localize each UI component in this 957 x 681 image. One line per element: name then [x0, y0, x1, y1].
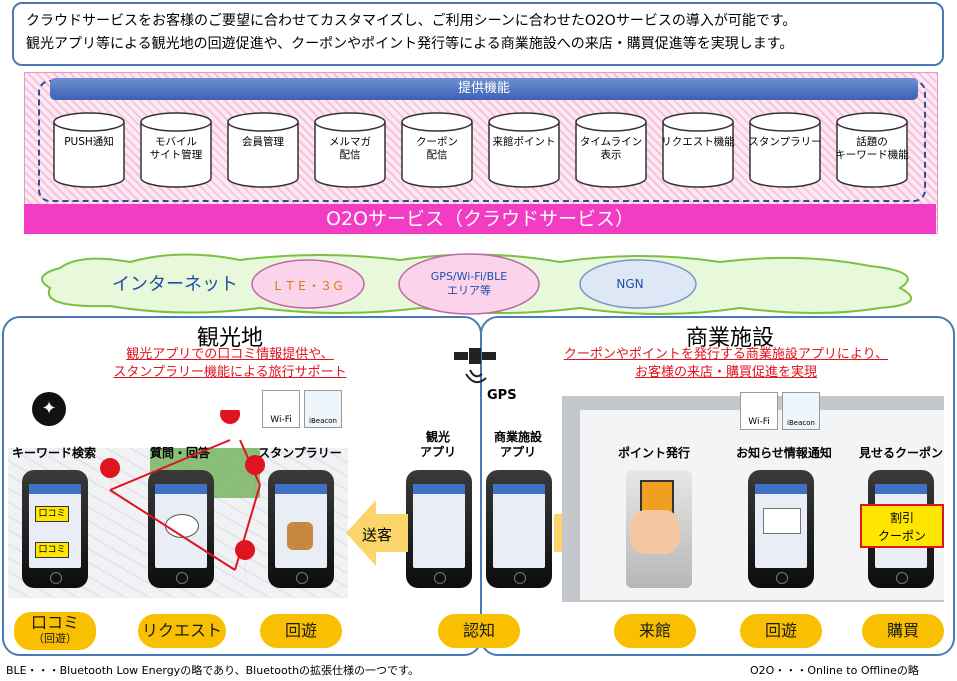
- chat-bubble-icon: [165, 514, 199, 538]
- feature-point-issue: ポイント発行: [617, 446, 690, 460]
- wifi-icon: Wi-Fi: [740, 392, 778, 430]
- lte-cloud: [251, 259, 365, 309]
- kuchikomi-bubble-2: 口コミ: [35, 542, 69, 558]
- phone-tourism-app: [406, 470, 472, 588]
- pill-request: リクエスト: [138, 614, 226, 648]
- twitter-icon: ✦: [32, 392, 66, 426]
- tourism-note-1: 観光アプリでの口コミ情報提供や、: [126, 347, 334, 362]
- point-terminal: [626, 470, 692, 588]
- footnote-o2o: O2O・・・Online to Offlineの略: [750, 664, 919, 677]
- intro-line-1: クラウドサービスをお客様のご要望に合わせてカスタマイズし、ご利用シーンに合わせた…: [26, 13, 797, 29]
- wifi-icon: Wi-Fi: [262, 390, 300, 428]
- gps-area-label: GPS/Wi-Fi/BLE エリア等: [430, 270, 508, 297]
- commerce-app-label: 商業施設 アプリ: [493, 430, 542, 459]
- pill-kuchikomi-sub: （回遊）: [33, 632, 77, 645]
- ibeacon-label: iBeacon: [309, 417, 337, 425]
- feature-cylinder-label: リクエスト機能: [661, 136, 735, 148]
- pill-recognition: 認知: [438, 614, 520, 648]
- pill-kaiyu-commerce: 回遊: [740, 614, 822, 648]
- internet-label: インターネット: [112, 274, 238, 295]
- feature-cylinder-label: PUSH通知: [64, 136, 114, 148]
- feature-cylinder-label: メルマガ 配信: [329, 136, 371, 161]
- commerce-title: 商業施設: [685, 326, 774, 351]
- feature-notification: お知らせ情報通知: [736, 446, 832, 460]
- feature-cylinder: 来館ポイント: [487, 112, 561, 188]
- feature-cylinder: タイムライン 表示: [574, 112, 648, 188]
- phone-qa: [148, 470, 214, 588]
- feature-keyword-search: キーワード検索: [11, 446, 96, 460]
- wifi-label: Wi-Fi: [748, 417, 770, 427]
- feature-cylinder-label: タイムライン 表示: [579, 136, 643, 161]
- feature-cylinder-label: 話題の キーワード機能: [835, 136, 909, 161]
- feature-cylinder-label: 会員管理: [242, 136, 284, 148]
- feature-cylinder: リクエスト機能: [661, 112, 735, 188]
- feature-cylinder-label: クーポン 配信: [416, 136, 458, 161]
- ibeacon-icon: iBeacon: [304, 390, 342, 428]
- discount-coupon: 割引 クーポン: [860, 504, 944, 548]
- notification-popup: [763, 508, 801, 534]
- feature-cylinder: 会員管理: [226, 112, 300, 188]
- feature-cylinder: 話題の キーワード機能: [835, 112, 909, 188]
- pin-icon: [235, 540, 256, 588]
- ngn-cloud: [579, 259, 697, 309]
- feature-cylinder-label: スタンプラリー: [748, 136, 822, 148]
- features-header: 提供機能: [50, 78, 918, 100]
- ibeacon-label: iBeacon: [787, 419, 815, 427]
- pill-purchase: 購買: [862, 614, 944, 648]
- intro-box: クラウドサービスをお客様のご要望に合わせてカスタマイズし、ご利用シーンに合わせた…: [12, 2, 944, 66]
- feature-cylinder: クーポン 配信: [400, 112, 474, 188]
- tourism-note-2: スタンプラリー機能による旅行サポート: [113, 365, 347, 380]
- ngn-label: NGN: [616, 277, 644, 291]
- intro-line-2: 観光アプリ等による観光地の回遊促進や、クーポンやポイント発行等による商業施設への…: [26, 36, 794, 52]
- footnote-ble: BLE・・・Bluetooth Low Energyの略であり、Bluetoot…: [6, 664, 419, 677]
- pill-kuchikomi-main: 口コミ: [30, 613, 79, 632]
- pin-icon: [220, 410, 241, 452]
- phone-notification: [748, 470, 814, 588]
- o2o-service-bar: O2Oサービス（クラウドサービス）: [24, 204, 936, 234]
- feature-cylinder-label: モバイル サイト管理: [149, 136, 203, 161]
- pill-kuchikomi: 口コミ （回遊）: [14, 612, 96, 650]
- stamp-icon: [287, 522, 313, 550]
- pin-icon: [245, 455, 266, 503]
- feature-cylinder: スタンプラリー: [748, 112, 822, 188]
- gps-label: GPS: [487, 388, 517, 403]
- phone-commerce-app: [486, 470, 552, 588]
- feature-cylinder: モバイル サイト管理: [139, 112, 213, 188]
- commerce-note-1: クーポンやポイントを発行する商業施設アプリにより、: [563, 347, 889, 362]
- send-arrow-left: [346, 500, 408, 566]
- feature-qa: 質問・回答: [149, 446, 210, 460]
- lte-label: ＬＴＥ・３Ｇ: [271, 279, 344, 293]
- tourism-title: 観光地: [196, 326, 263, 351]
- pill-kaiyu-tourism: 回遊: [260, 614, 342, 648]
- feature-cylinder: メルマガ 配信: [313, 112, 387, 188]
- tourism-app-label: 観光 アプリ: [419, 430, 456, 459]
- wifi-label: Wi-Fi: [270, 415, 292, 425]
- satellite-icon: [454, 348, 496, 384]
- phone-stamp-rally: [268, 470, 334, 588]
- pill-visit: 来館: [614, 614, 696, 648]
- pin-icon: [100, 458, 121, 506]
- phone-keyword-search: 口コミ 口コミ: [22, 470, 88, 588]
- commerce-note-2: お客様の来店・購買促進を実現: [634, 365, 817, 380]
- network-clouds: [41, 253, 913, 315]
- feature-show-coupon: 見せるクーポン: [858, 446, 943, 460]
- kuchikomi-bubble-1: 口コミ: [35, 506, 69, 522]
- send-label-left: 送客: [362, 526, 393, 544]
- feature-cylinder-label: 来館ポイント: [492, 136, 556, 148]
- map-pins: [100, 410, 266, 588]
- feature-cylinder: PUSH通知: [52, 112, 126, 188]
- hand-icon: [630, 510, 680, 554]
- gps-cloud: [398, 253, 540, 315]
- ibeacon-icon: iBeacon: [782, 392, 820, 430]
- feature-stamp-rally: スタンプラリー: [258, 446, 342, 460]
